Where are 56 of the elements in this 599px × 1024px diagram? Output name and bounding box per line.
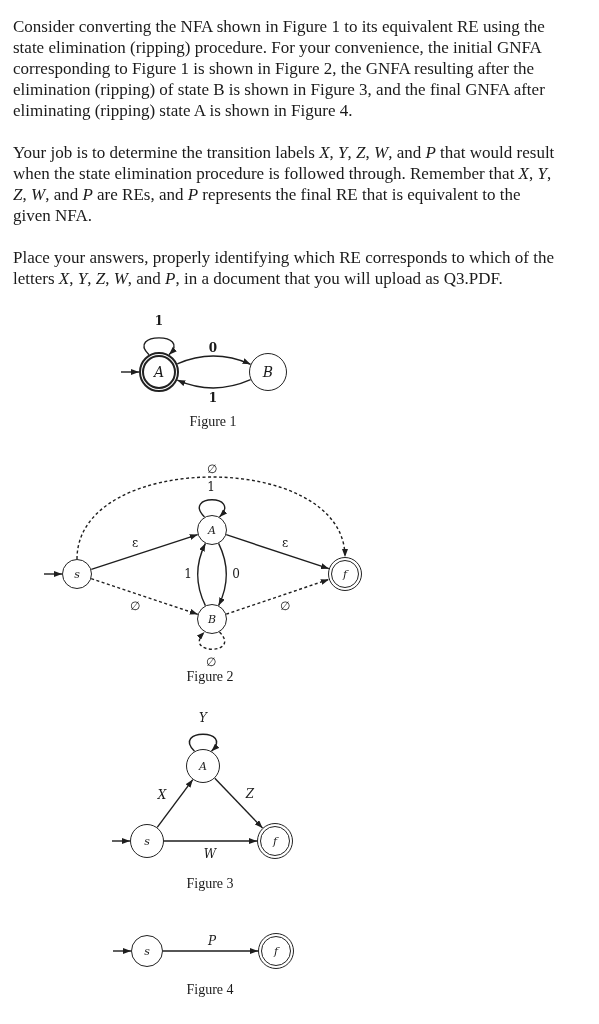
arrow xyxy=(225,578,330,615)
state-circle: s xyxy=(131,935,163,967)
loop-arrow xyxy=(188,733,219,752)
state-circle: s xyxy=(130,824,164,858)
arrow xyxy=(156,778,194,829)
edge-label: ∅ xyxy=(280,599,290,613)
paragraph: Consider converting the NFA shown in Figure 1 to its equivalent RE using the state elimination (ripping) procedure. For your convenience, the initial GNFA corresponding to Figure 1 is shown in Figure 2, the GNFA resulting after the elimination (ripping) of state B is shown in Figure 3, and the final GNFA after eliminating (ripping) state A is shown in Figure 4. xyxy=(13,16,546,121)
accept-state-circle: f xyxy=(258,933,294,969)
edge-label: ∅ xyxy=(130,599,140,613)
arrow xyxy=(197,542,207,607)
state-circle: s xyxy=(62,559,92,589)
edge-label: 1 xyxy=(207,480,215,494)
state-circle: A xyxy=(197,515,227,545)
edge-label: 0 xyxy=(232,567,240,581)
arrow xyxy=(225,534,330,570)
edge-label: X xyxy=(157,788,167,802)
arrow xyxy=(163,838,258,844)
arrow xyxy=(90,578,199,615)
arrow xyxy=(217,542,227,607)
paragraph: Your job is to determine the transition labels X, Y, Z, W, and P that would result when the state elimination procedure is followed through. Remember that X, Y, Z, W, and P are REs, and P represents the final RE that is equivalent to the given NFA. xyxy=(13,142,556,226)
edge-label: ε xyxy=(131,536,139,550)
state-circle: B xyxy=(249,353,287,391)
state-circle: B xyxy=(197,604,227,634)
start-arrow xyxy=(111,838,131,844)
figure-caption: Figure 2 xyxy=(186,669,234,685)
edge-label: P xyxy=(207,934,217,948)
start-arrow xyxy=(120,369,140,375)
edge-label: ε xyxy=(281,536,289,550)
start-arrow xyxy=(112,948,132,954)
arrow xyxy=(176,355,252,365)
accept-state-circle: f xyxy=(328,557,362,591)
edge-label: Y xyxy=(199,711,207,725)
paragraph: Place your answers, properly identifying which RE corresponds to which of the letters X, Y, Z, W, and P, in a document that you will upload as Q3.PDF. xyxy=(13,247,556,289)
figure-caption: Figure 4 xyxy=(186,982,234,998)
figure-caption: Figure 1 xyxy=(189,414,237,430)
loop-arrow xyxy=(198,499,227,518)
edge-label: 1 xyxy=(208,391,218,405)
edge-label: ∅ xyxy=(207,462,217,476)
state-circle: A xyxy=(186,749,220,783)
edge-label: ∅ xyxy=(206,655,216,669)
loop-arrow xyxy=(197,631,226,650)
arrow xyxy=(176,379,252,389)
edge-label: 0 xyxy=(208,341,218,355)
accept-state-circle: f xyxy=(257,823,293,859)
arrow xyxy=(162,948,259,954)
figure-caption: Figure 3 xyxy=(186,876,234,892)
edge-label: 1 xyxy=(154,314,164,328)
edge-label: 1 xyxy=(184,567,192,581)
accept-state-circle: A xyxy=(139,352,179,392)
edge-label: Z xyxy=(245,787,255,801)
loop-arrow xyxy=(143,337,177,356)
arrow xyxy=(90,533,199,571)
start-arrow xyxy=(43,571,63,577)
edge-label: W xyxy=(203,847,217,861)
arrow xyxy=(214,777,264,829)
arrow xyxy=(76,476,347,560)
